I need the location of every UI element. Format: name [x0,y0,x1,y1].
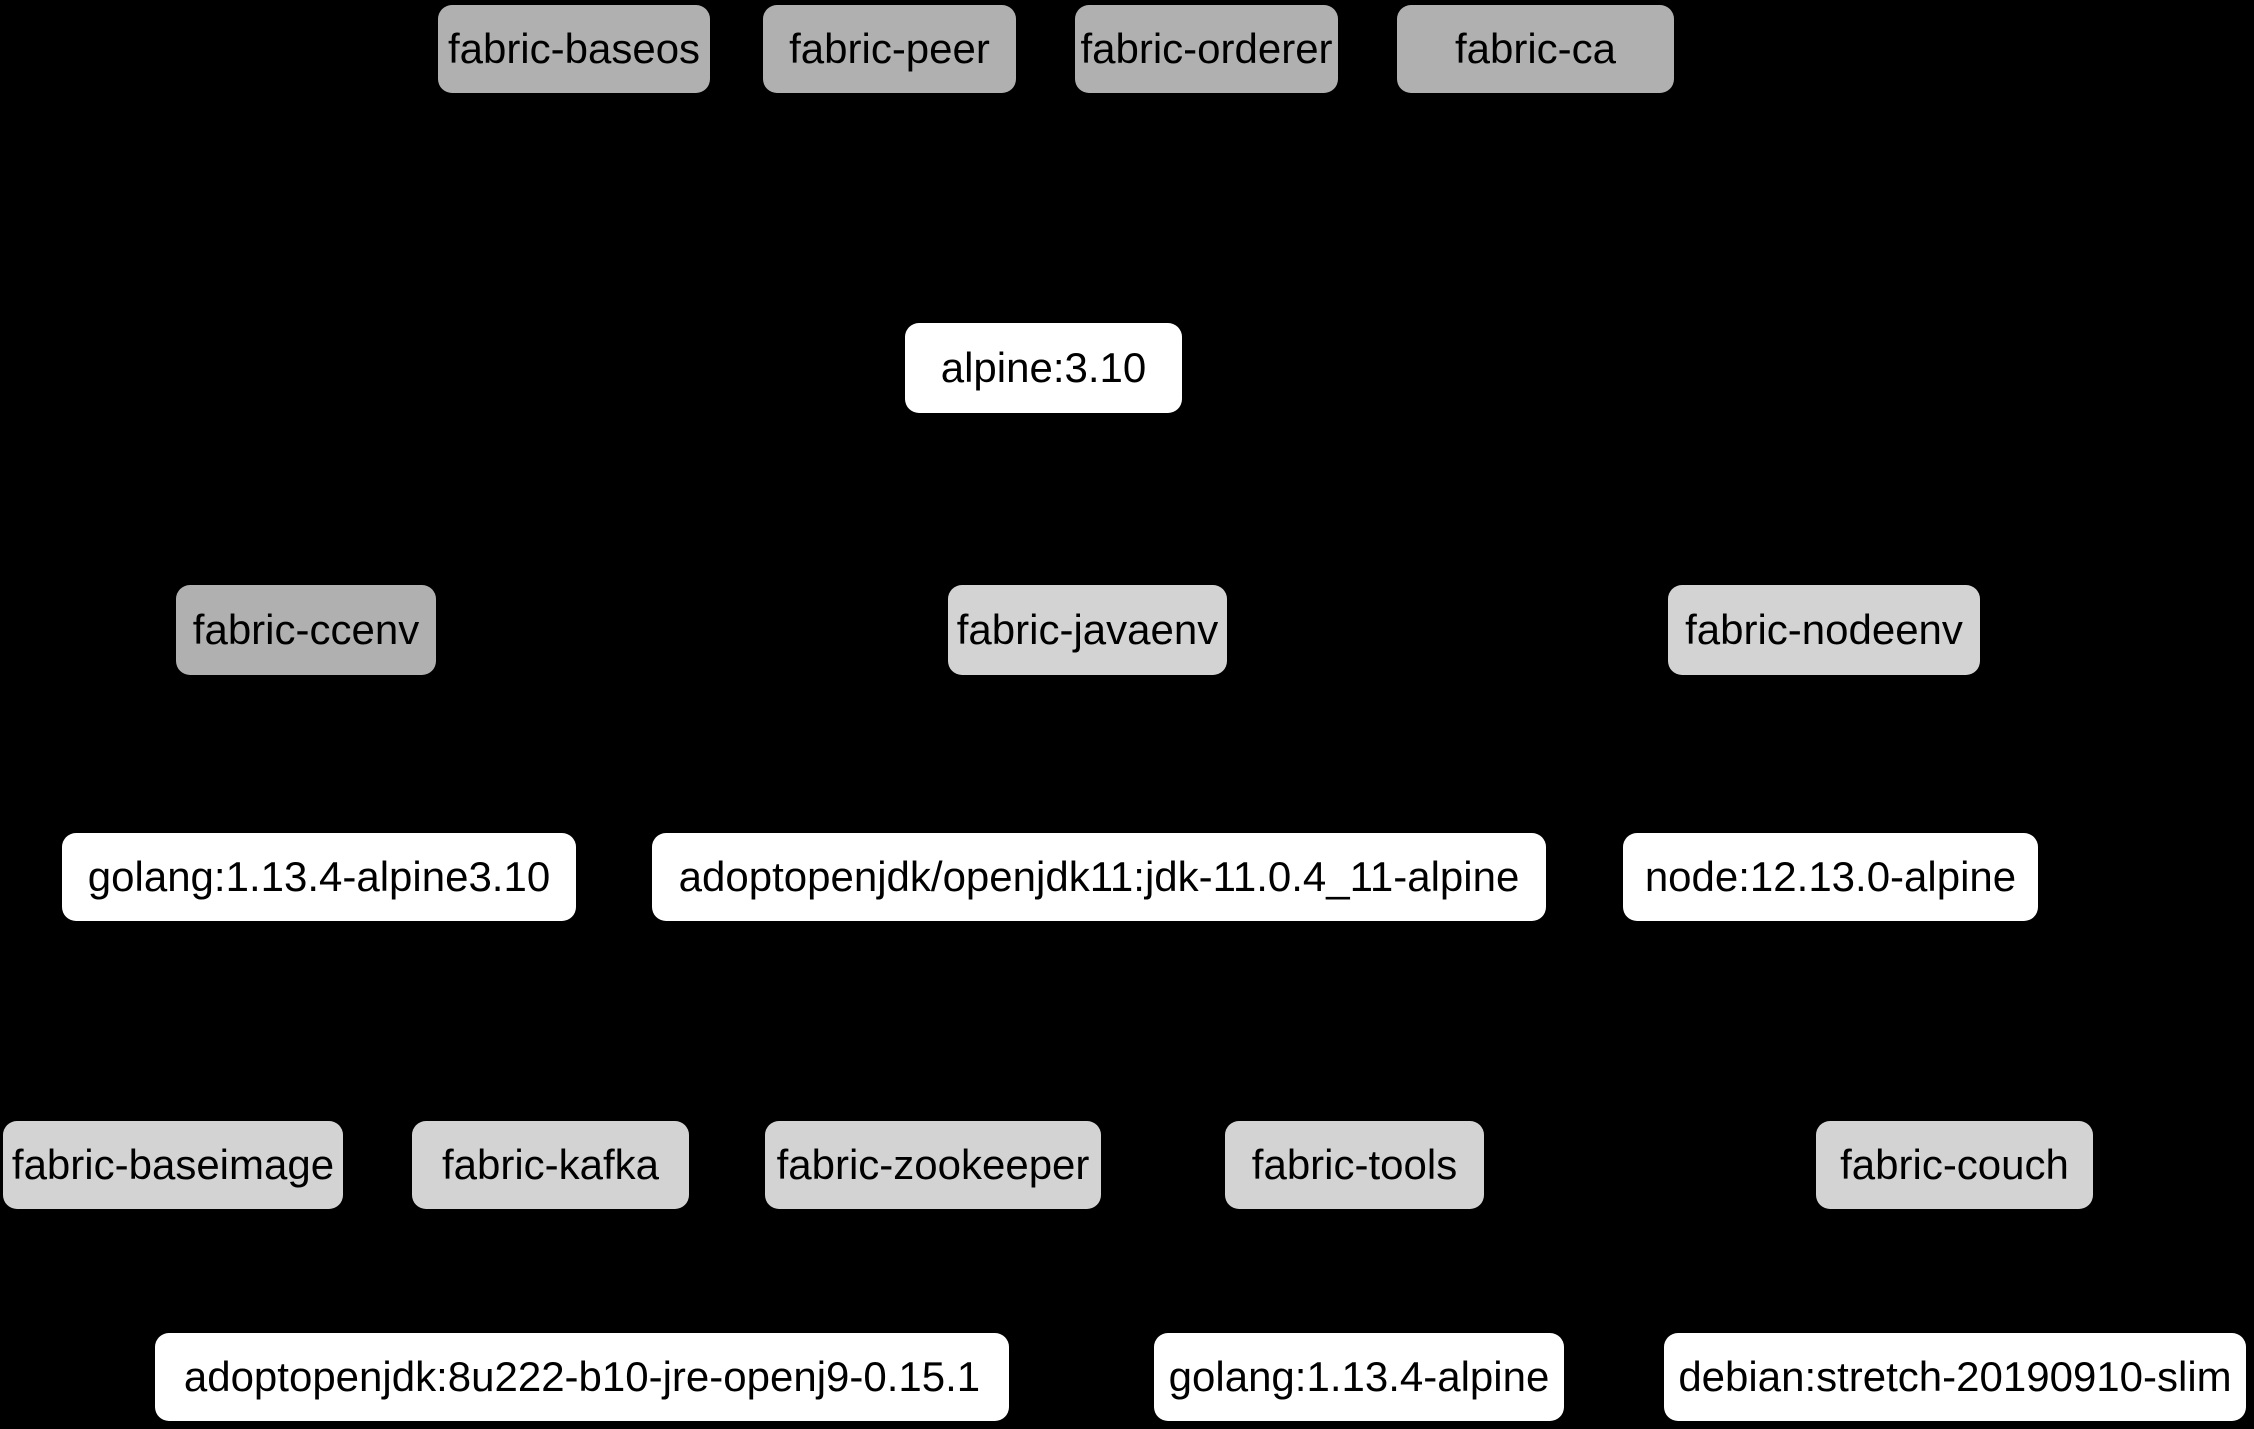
node-fabric-couch: fabric-couch [1816,1121,2093,1209]
node-fabric-orderer: fabric-orderer [1075,5,1338,93]
node-debian-stretch-slim: debian:stretch-20190910-slim [1664,1333,2246,1421]
node-fabric-tools: fabric-tools [1225,1121,1484,1209]
node-fabric-nodeenv: fabric-nodeenv [1668,585,1980,675]
node-fabric-kafka: fabric-kafka [412,1121,689,1209]
node-golang-1-13-4-alpine: golang:1.13.4-alpine [1154,1333,1564,1421]
node-adoptopenjdk-8u222: adoptopenjdk:8u222-b10-jre-openj9-0.15.1 [155,1333,1009,1421]
node-fabric-ccenv: fabric-ccenv [176,585,436,675]
node-golang-1-13-4-alpine3-10: golang:1.13.4-alpine3.10 [62,833,576,921]
node-fabric-baseimage: fabric-baseimage [3,1121,343,1209]
node-node-12-13-0-alpine: node:12.13.0-alpine [1623,833,2038,921]
node-alpine-3-10: alpine:3.10 [905,323,1182,413]
node-fabric-peer: fabric-peer [763,5,1016,93]
node-fabric-javaenv: fabric-javaenv [948,585,1227,675]
node-fabric-baseos: fabric-baseos [438,5,710,93]
node-adoptopenjdk-openjdk11: adoptopenjdk/openjdk11:jdk-11.0.4_11-alp… [652,833,1546,921]
node-fabric-ca: fabric-ca [1397,5,1674,93]
node-fabric-zookeeper: fabric-zookeeper [765,1121,1101,1209]
